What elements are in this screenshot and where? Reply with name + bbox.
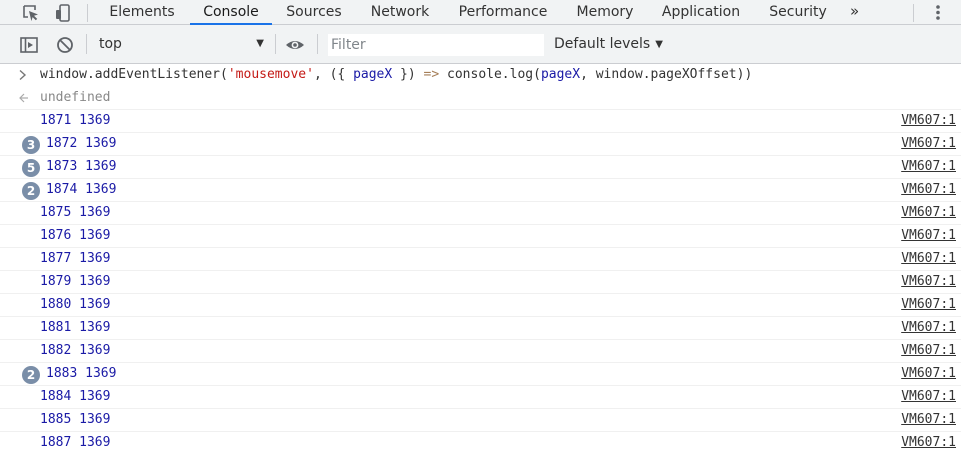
source-link[interactable]: VM607:1 bbox=[901, 182, 956, 197]
source-link[interactable]: VM607:1 bbox=[901, 435, 956, 450]
console-command: window.addEventListener('mousemove', ({ … bbox=[0, 64, 961, 88]
log-levels-label: Default levels bbox=[554, 36, 651, 52]
log-row: 5 1873 1369 VM607:1 bbox=[0, 156, 961, 179]
log-message: 1881 1369 bbox=[40, 320, 111, 335]
log-row: 1885 1369 VM607:1 bbox=[0, 409, 961, 432]
log-message: 1882 1369 bbox=[40, 343, 111, 358]
log-message: 1871 1369 bbox=[40, 113, 111, 128]
repeat-count-badge: 3 bbox=[22, 136, 40, 154]
repeat-count-badge: 2 bbox=[22, 366, 40, 384]
log-row: 1875 1369 VM607:1 bbox=[0, 202, 961, 225]
source-link[interactable]: VM607:1 bbox=[901, 366, 956, 381]
more-tabs-button[interactable]: » bbox=[850, 2, 860, 20]
tab-application[interactable]: Application bbox=[661, 4, 741, 20]
log-row: 1887 1369 VM607:1 bbox=[0, 432, 961, 452]
tab-memory[interactable]: Memory bbox=[576, 4, 634, 20]
source-link[interactable]: VM607:1 bbox=[901, 343, 956, 358]
toolbar-divider bbox=[86, 34, 87, 54]
log-message: 1885 1369 bbox=[40, 412, 111, 427]
log-row: 2 1883 1369 VM607:1 bbox=[0, 363, 961, 386]
context-selector[interactable]: top ▼ bbox=[92, 33, 270, 55]
log-row: 1880 1369 VM607:1 bbox=[0, 294, 961, 317]
source-link[interactable]: VM607:1 bbox=[901, 159, 956, 174]
source-link[interactable]: VM607:1 bbox=[901, 228, 956, 243]
log-message: 1874 1369 bbox=[46, 182, 117, 197]
repeat-count-badge: 2 bbox=[22, 182, 40, 200]
log-row: 1881 1369 VM607:1 bbox=[0, 317, 961, 340]
log-message: 1879 1369 bbox=[40, 274, 111, 289]
log-message: 1877 1369 bbox=[40, 251, 111, 266]
inspect-element-icon[interactable] bbox=[21, 3, 41, 23]
log-message: 1876 1369 bbox=[40, 228, 111, 243]
log-row: 3 1872 1369 VM607:1 bbox=[0, 133, 961, 156]
command-text: window.addEventListener('mousemove', ({ … bbox=[40, 67, 753, 82]
result-value: undefined bbox=[40, 90, 111, 105]
log-row: 2 1874 1369 VM607:1 bbox=[0, 179, 961, 202]
console-output: window.addEventListener('mousemove', ({ … bbox=[0, 64, 961, 452]
context-value: top bbox=[99, 36, 122, 52]
tab-performance[interactable]: Performance bbox=[458, 4, 548, 20]
source-link[interactable]: VM607:1 bbox=[901, 274, 956, 289]
tab-security[interactable]: Security bbox=[769, 4, 827, 20]
log-row: 1884 1369 VM607:1 bbox=[0, 386, 961, 409]
source-link[interactable]: VM607:1 bbox=[901, 251, 956, 266]
log-levels-dropdown[interactable]: Default levels ▼ bbox=[554, 33, 663, 55]
log-message: 1875 1369 bbox=[40, 205, 111, 220]
log-message: 1872 1369 bbox=[46, 136, 117, 151]
tab-elements[interactable]: Elements bbox=[109, 4, 175, 20]
console-sidebar-icon[interactable] bbox=[19, 35, 39, 55]
log-row: 1882 1369 VM607:1 bbox=[0, 340, 961, 363]
more-options-icon[interactable] bbox=[930, 3, 946, 22]
log-row: 1879 1369 VM607:1 bbox=[0, 271, 961, 294]
toolbar-divider bbox=[317, 34, 318, 54]
log-row: 1876 1369 VM607:1 bbox=[0, 225, 961, 248]
log-message: 1883 1369 bbox=[46, 366, 117, 381]
device-toolbar-icon[interactable] bbox=[53, 3, 73, 23]
chevron-down-icon: ▼ bbox=[655, 39, 663, 50]
source-link[interactable]: VM607:1 bbox=[901, 320, 956, 335]
tabbar-divider bbox=[87, 4, 88, 22]
tab-network[interactable]: Network bbox=[370, 4, 430, 20]
tabbar-divider bbox=[913, 4, 914, 22]
source-link[interactable]: VM607:1 bbox=[901, 205, 956, 220]
toolbar-divider bbox=[275, 34, 276, 54]
log-message: 1887 1369 bbox=[40, 435, 111, 450]
source-link[interactable]: VM607:1 bbox=[901, 389, 956, 404]
live-expression-icon[interactable] bbox=[284, 35, 306, 55]
source-link[interactable]: VM607:1 bbox=[901, 136, 956, 151]
log-message: 1880 1369 bbox=[40, 297, 111, 312]
filter-input[interactable] bbox=[328, 34, 544, 56]
clear-console-icon[interactable] bbox=[55, 35, 75, 55]
source-link[interactable]: VM607:1 bbox=[901, 113, 956, 128]
devtools-tabbar: Elements Console Sources Network Perform… bbox=[0, 0, 961, 25]
log-message: 1873 1369 bbox=[46, 159, 117, 174]
prompt-chevron-icon bbox=[18, 69, 28, 81]
log-message: 1884 1369 bbox=[40, 389, 111, 404]
source-link[interactable]: VM607:1 bbox=[901, 412, 956, 427]
source-link[interactable]: VM607:1 bbox=[901, 297, 956, 312]
log-row: 1871 1369 VM607:1 bbox=[0, 110, 961, 133]
repeat-count-badge: 5 bbox=[22, 159, 40, 177]
result-arrow-icon bbox=[18, 92, 28, 104]
tab-console[interactable]: Console bbox=[190, 0, 272, 25]
chevron-down-icon: ▼ bbox=[256, 38, 264, 49]
log-row: 1877 1369 VM607:1 bbox=[0, 248, 961, 271]
tab-sources[interactable]: Sources bbox=[286, 4, 342, 20]
console-toolbar: top ▼ Default levels ▼ bbox=[0, 25, 961, 64]
console-result: undefined bbox=[0, 88, 961, 110]
